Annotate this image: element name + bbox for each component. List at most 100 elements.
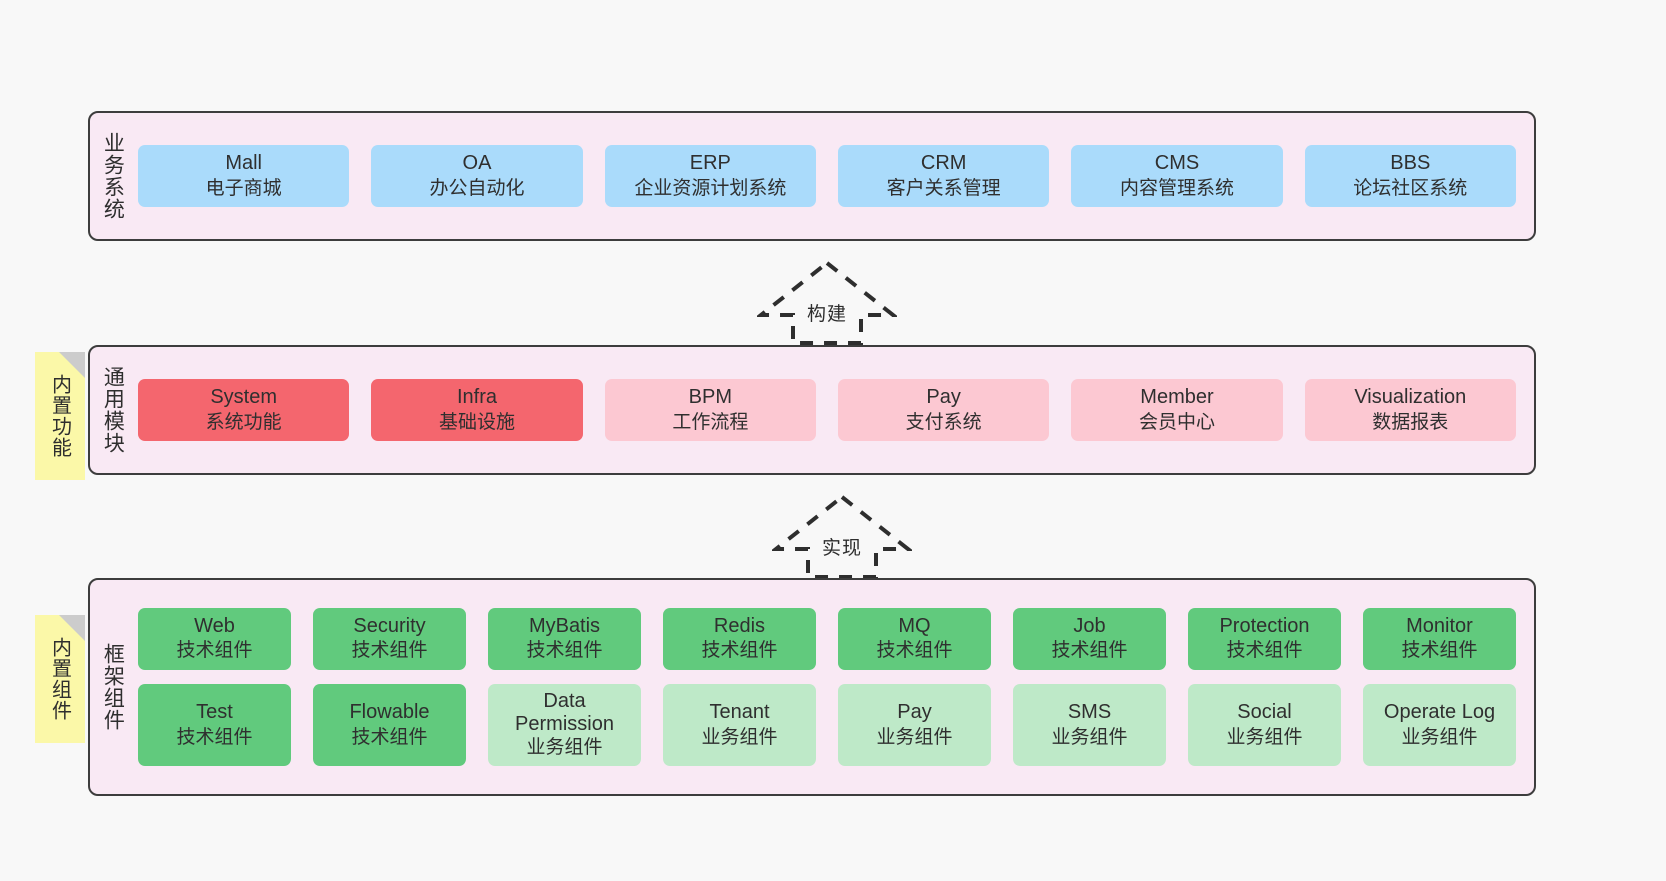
node-member[interactable]: Member 会员中心	[1071, 379, 1283, 441]
sticky-fold-icon	[59, 352, 85, 378]
node-title: Redis	[713, 614, 766, 637]
node-title: Member	[1140, 386, 1214, 409]
node-subtitle: 业务组件	[1051, 726, 1128, 748]
layer-title-business-system: 业务系统	[101, 132, 125, 220]
layer-body-business-system: Mall 电子商城 OA 办公自动化 ERP 企业资源计划系统 CRM 客户关系…	[134, 113, 1534, 239]
node-mq[interactable]: MQ 技术组件	[838, 607, 991, 670]
node-title: CMS	[1154, 152, 1200, 175]
node-flowable[interactable]: Flowable 技术组件	[313, 683, 466, 767]
implement-arrow: 实现	[772, 493, 912, 579]
node-subtitle: 企业资源计划系统	[634, 177, 787, 199]
layer-title-framework-component: 框架组件	[101, 643, 125, 731]
node-subtitle: 技术组件	[701, 640, 778, 662]
node-subtitle: 支付系统	[905, 411, 982, 433]
node-title: MQ	[898, 614, 931, 637]
node-title: Flowable	[349, 701, 430, 723]
node-subtitle: 电子商城	[205, 177, 282, 199]
node-title: BPM	[688, 386, 732, 409]
sticky-note-builtin-component: 内置组件	[35, 615, 85, 743]
node-row: System 系统功能 Infra 基础设施 BPM 工作流程 Pay 支付系统…	[138, 379, 1516, 441]
node-data-permission[interactable]: Data Permission 业务组件	[488, 683, 641, 767]
node-subtitle: 基础设施	[438, 411, 515, 433]
node-subtitle: 技术组件	[176, 726, 253, 748]
node-cms[interactable]: CMS 内容管理系统	[1071, 145, 1283, 207]
node-title: Security	[353, 614, 426, 637]
node-erp[interactable]: ERP 企业资源计划系统	[604, 145, 816, 207]
node-pay-module[interactable]: Pay 支付系统	[837, 379, 1050, 441]
node-sms[interactable]: SMS 业务组件	[1013, 683, 1166, 767]
node-subtitle: 技术组件	[351, 726, 428, 748]
node-subtitle: 系统功能	[205, 411, 282, 433]
node-mybatis[interactable]: MyBatis 技术组件	[488, 607, 641, 670]
node-web[interactable]: Web 技术组件	[138, 607, 291, 670]
layer-body-framework-component: Web 技术组件 Security 技术组件 MyBatis 技术组件 Redi…	[134, 580, 1534, 794]
implement-arrow-shape	[772, 494, 912, 579]
node-test[interactable]: Test 技术组件	[138, 683, 291, 767]
node-title: Pay	[926, 386, 961, 409]
node-title: ERP	[689, 152, 731, 175]
node-job[interactable]: Job 技术组件	[1013, 607, 1166, 670]
node-subtitle: 业务组件	[526, 736, 603, 758]
node-subtitle: 技术组件	[1051, 640, 1128, 662]
build-arrow-shape	[757, 260, 897, 345]
node-subtitle: 内容管理系统	[1119, 177, 1234, 199]
node-title: Infra	[456, 386, 497, 409]
node-title: Mall	[225, 152, 262, 175]
layer-common-module: 通用模块 System 系统功能 Infra 基础设施 BPM 工作流程 Pay…	[88, 345, 1536, 475]
node-subtitle: 业务组件	[876, 726, 953, 748]
node-title: Operate Log	[1383, 701, 1496, 723]
build-arrow-label: 构建	[806, 304, 848, 325]
node-redis[interactable]: Redis 技术组件	[663, 607, 816, 670]
node-pay-component[interactable]: Pay 业务组件	[838, 683, 991, 767]
sticky-note-label: 内置组件	[48, 637, 71, 721]
node-monitor[interactable]: Monitor 技术组件	[1363, 607, 1516, 670]
node-bbs[interactable]: BBS 论坛社区系统	[1304, 145, 1516, 207]
node-social[interactable]: Social 业务组件	[1188, 683, 1341, 767]
node-subtitle: 技术组件	[1226, 640, 1303, 662]
node-subtitle: 技术组件	[1401, 640, 1478, 662]
node-title: Data Permission	[515, 689, 614, 735]
node-subtitle: 业务组件	[1401, 726, 1478, 748]
node-subtitle: 客户关系管理	[886, 177, 1001, 199]
sticky-fold-icon	[59, 615, 85, 641]
node-operate-log[interactable]: Operate Log 业务组件	[1363, 683, 1516, 767]
node-title: Visualization	[1354, 386, 1467, 409]
node-system[interactable]: System 系统功能	[138, 379, 350, 441]
node-subtitle: 办公自动化	[429, 177, 525, 199]
node-title: Test	[196, 701, 233, 723]
node-title: Web	[194, 614, 235, 637]
node-title: Pay	[897, 701, 932, 723]
node-title: MyBatis	[528, 614, 601, 637]
node-subtitle: 数据报表	[1372, 411, 1449, 433]
node-crm[interactable]: CRM 客户关系管理	[837, 145, 1050, 207]
node-visualization[interactable]: Visualization 数据报表	[1304, 379, 1516, 441]
node-bpm[interactable]: BPM 工作流程	[604, 379, 816, 441]
node-title: BBS	[1390, 152, 1431, 175]
sticky-note-builtin-function: 内置功能	[35, 352, 85, 480]
node-infra[interactable]: Infra 基础设施	[371, 379, 583, 441]
node-subtitle: 业务组件	[1226, 726, 1303, 748]
node-subtitle: 会员中心	[1138, 411, 1215, 433]
build-arrow: 构建	[757, 259, 897, 345]
node-title: Social	[1237, 701, 1292, 723]
node-oa[interactable]: OA 办公自动化	[371, 145, 583, 207]
node-protection[interactable]: Protection 技术组件	[1188, 607, 1341, 670]
node-row: Web 技术组件 Security 技术组件 MyBatis 技术组件 Redi…	[138, 607, 1516, 670]
layer-body-common-module: System 系统功能 Infra 基础设施 BPM 工作流程 Pay 支付系统…	[134, 347, 1534, 473]
layer-business-system: 业务系统 Mall 电子商城 OA 办公自动化 ERP 企业资源计划系统 CRM…	[88, 111, 1536, 241]
node-subtitle: 业务组件	[701, 726, 778, 748]
node-mall[interactable]: Mall 电子商城	[138, 145, 350, 207]
node-subtitle: 技术组件	[351, 640, 428, 662]
node-title: Monitor	[1406, 614, 1473, 637]
node-subtitle: 技术组件	[526, 640, 603, 662]
node-title: Tenant	[709, 701, 770, 723]
node-title: Protection	[1219, 614, 1310, 637]
node-title: SMS	[1067, 701, 1112, 723]
node-tenant[interactable]: Tenant 业务组件	[663, 683, 816, 767]
node-subtitle: 论坛社区系统	[1353, 177, 1468, 199]
node-security[interactable]: Security 技术组件	[313, 607, 466, 670]
node-subtitle: 技术组件	[876, 640, 953, 662]
sticky-note-label: 内置功能	[48, 374, 71, 458]
implement-arrow-label: 实现	[821, 538, 863, 559]
node-title: Job	[1073, 614, 1106, 637]
